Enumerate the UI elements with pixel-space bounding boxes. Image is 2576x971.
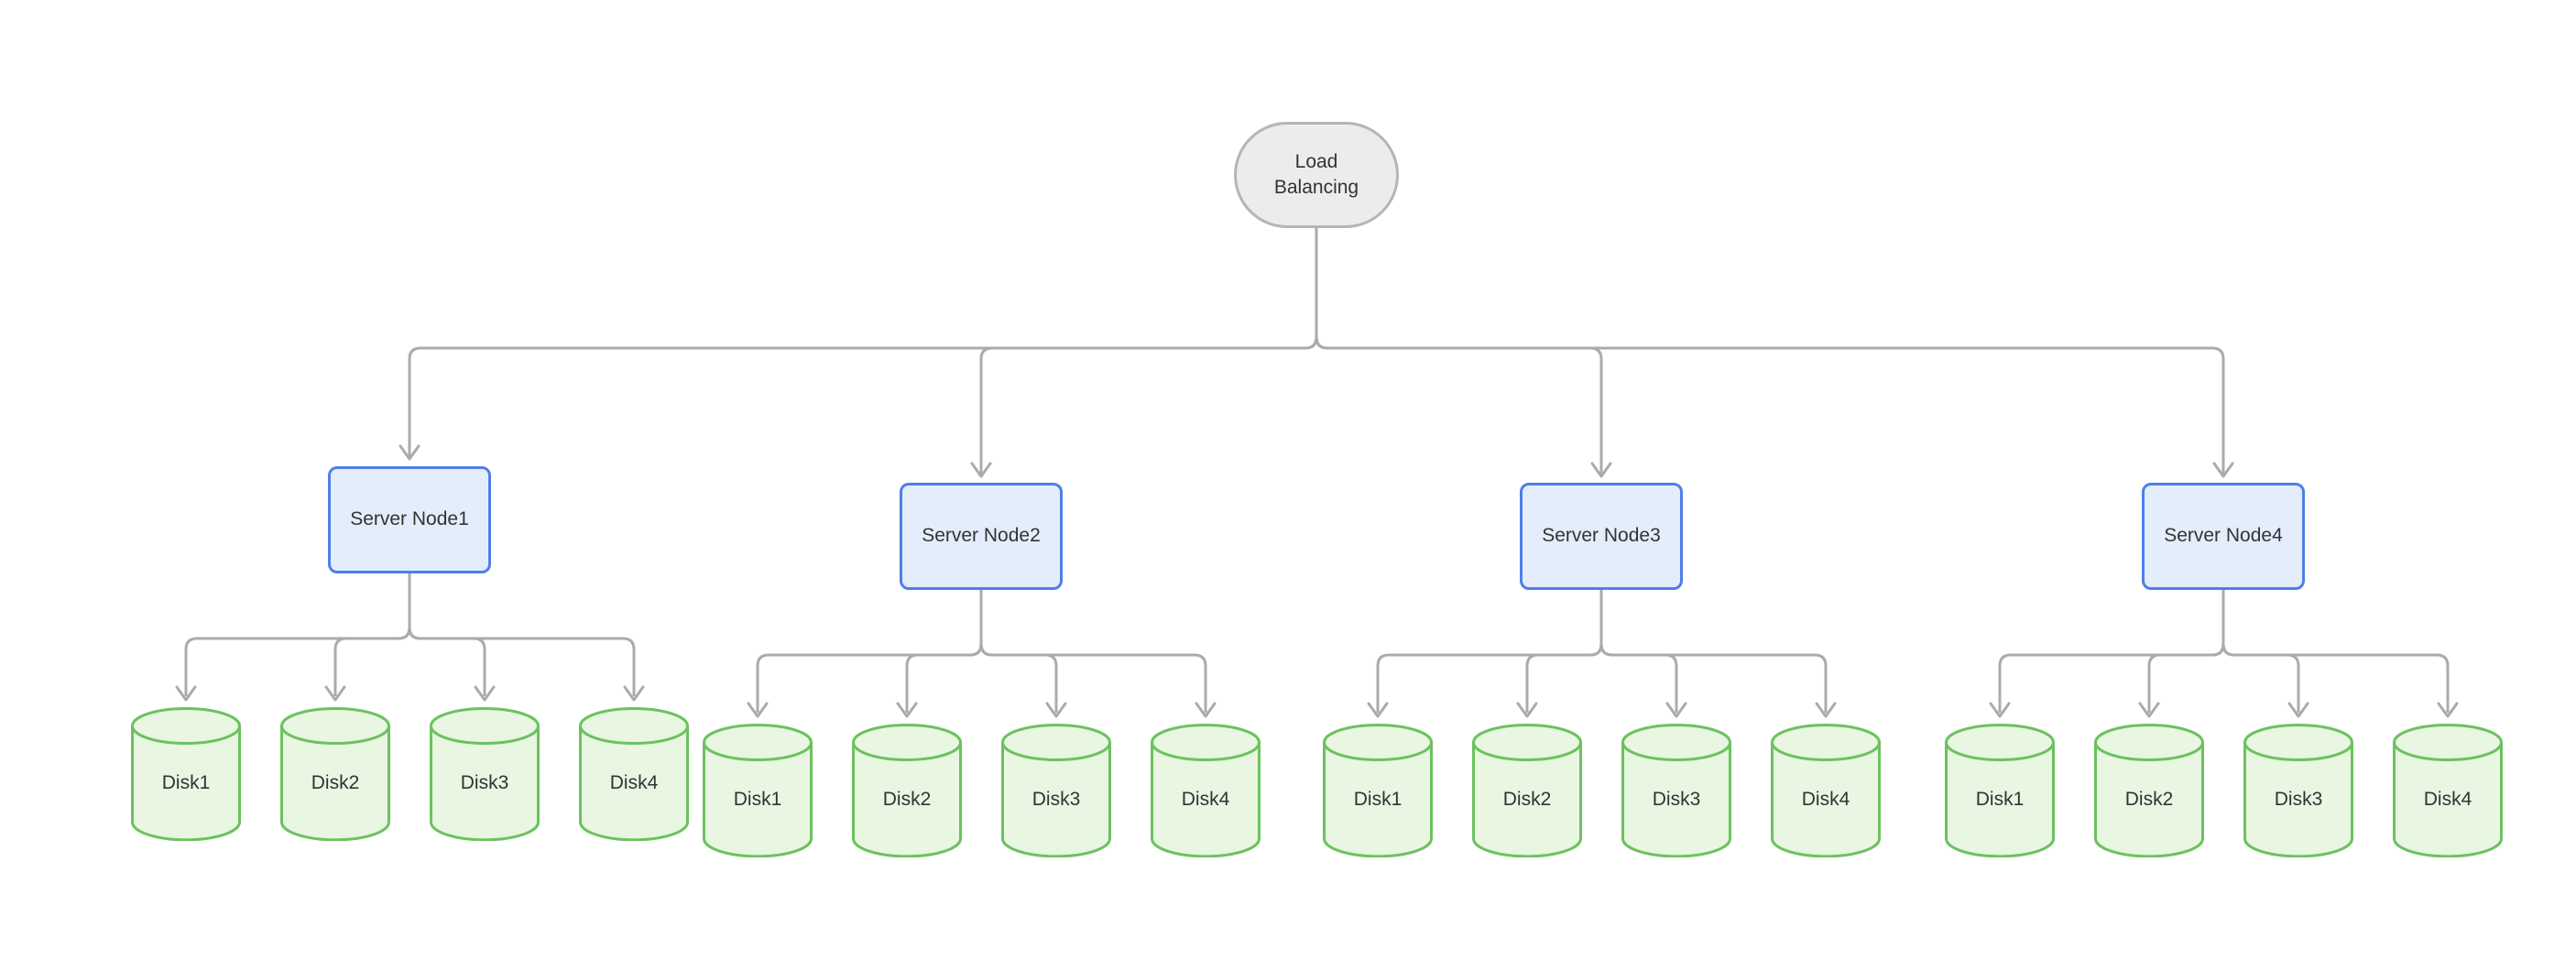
load-balancing-node: Load Balancing (1234, 122, 1399, 228)
arrowhead-s3-disk3 (1665, 702, 1687, 718)
edge-server3-disk2 (1525, 643, 1603, 713)
edge-server3-disk4 (1599, 643, 1828, 713)
server4-disk3-node: Disk3 (2243, 724, 2353, 857)
server2-disk2-node: Disk2 (852, 724, 962, 857)
arrowhead-s3-disk2 (1516, 702, 1538, 718)
arrowhead-s4-disk2 (2138, 702, 2160, 718)
edge-lb-server4 (1315, 336, 2225, 475)
server3-disk3-label: Disk3 (1652, 789, 1701, 810)
arrowhead-s4-disk1 (1989, 702, 2011, 718)
arrowhead-s2-disk2 (896, 702, 918, 718)
arrowhead-s2-disk4 (1195, 702, 1217, 718)
server4-disk1-node: Disk1 (1945, 724, 2055, 857)
server4-disk2-label: Disk2 (2124, 789, 2174, 810)
server4-disk1-label: Disk1 (1975, 789, 2025, 810)
server4-disk2-node: Disk2 (2094, 724, 2204, 857)
edges-server2-disks (747, 590, 1217, 718)
arrowhead-server4 (2212, 462, 2234, 478)
server3-disk1-label: Disk1 (1353, 789, 1403, 810)
server-node-4-label: Server Node4 (2164, 525, 2283, 547)
edge-server2-disk2 (905, 643, 983, 713)
edges-server4-disks (1989, 590, 2459, 718)
arrowhead-s3-disk4 (1815, 702, 1837, 718)
arrowhead-server2 (970, 462, 992, 478)
edge-server1-disk4 (408, 627, 636, 696)
edge-server1-disk1 (184, 627, 411, 696)
server4-disk4-label: Disk4 (2423, 789, 2472, 810)
edge-server3-disk3 (1599, 643, 1678, 713)
edge-server4-disk3 (2221, 643, 2300, 713)
server4-disk4-node: Disk4 (2393, 724, 2503, 857)
server2-disk4-node: Disk4 (1151, 724, 1261, 857)
arrowhead-server1 (398, 444, 420, 461)
arrowhead-s4-disk4 (2437, 702, 2459, 718)
server-node-1-label: Server Node1 (350, 508, 469, 530)
edge-server4-disk1 (1998, 643, 2225, 713)
server4-disk3-label: Disk3 (2274, 789, 2323, 810)
server3-disk2-label: Disk2 (1502, 789, 1552, 810)
arrowhead-s4-disk3 (2287, 702, 2309, 718)
server2-disk3-label: Disk3 (1031, 789, 1081, 810)
server3-disk3-node: Disk3 (1621, 724, 1731, 857)
edges-load-balancer (398, 228, 2234, 478)
edge-server2-disk4 (979, 643, 1207, 713)
server1-disk4-label: Disk4 (609, 772, 659, 793)
server1-disk3-label: Disk3 (460, 772, 509, 793)
server1-disk2-node: Disk2 (280, 707, 390, 841)
load-balancing-label: Load Balancing (1273, 150, 1359, 198)
arrowhead-server3 (1590, 462, 1612, 478)
server1-disk4-node: Disk4 (579, 707, 689, 841)
edges-server1-disks (175, 573, 645, 702)
edge-server2-disk3 (979, 643, 1058, 713)
server3-disk4-label: Disk4 (1801, 789, 1850, 810)
server-node-1: Server Node1 (328, 466, 491, 573)
server-node-4: Server Node4 (2142, 483, 2305, 590)
edge-server1-disk2 (333, 627, 411, 696)
edge-server4-disk4 (2221, 643, 2450, 713)
server2-disk2-label: Disk2 (882, 789, 932, 810)
server3-disk4-node: Disk4 (1771, 724, 1881, 857)
server1-disk1-label: Disk1 (161, 772, 211, 793)
server2-disk4-label: Disk4 (1181, 789, 1230, 810)
edge-lb-server3 (1315, 336, 1603, 475)
server-node-2: Server Node2 (900, 483, 1063, 590)
arrowhead-s2-disk1 (747, 702, 769, 718)
arrowhead-s1-disk1 (175, 685, 197, 702)
edge-lb-server2 (979, 336, 1318, 475)
edge-server2-disk1 (756, 643, 983, 713)
server1-disk1-node: Disk1 (131, 707, 241, 841)
server2-disk1-node: Disk1 (703, 724, 813, 857)
server1-disk2-label: Disk2 (311, 772, 360, 793)
arrowhead-s1-disk2 (324, 685, 346, 702)
server1-disk3-node: Disk3 (430, 707, 540, 841)
edge-server1-disk3 (408, 627, 486, 696)
server-node-3-label: Server Node3 (1542, 525, 1661, 547)
server2-disk1-label: Disk1 (733, 789, 782, 810)
server3-disk1-node: Disk1 (1323, 724, 1433, 857)
server3-disk2-node: Disk2 (1472, 724, 1582, 857)
arrowhead-s1-disk3 (474, 685, 496, 702)
server-node-2-label: Server Node2 (922, 525, 1041, 547)
edges-server3-disks (1367, 590, 1837, 718)
arrowhead-s3-disk1 (1367, 702, 1389, 718)
arrowhead-s2-disk3 (1045, 702, 1067, 718)
edge-server3-disk1 (1376, 643, 1603, 713)
arrowhead-s1-disk4 (623, 685, 645, 702)
edge-server4-disk2 (2147, 643, 2225, 713)
edge-lb-server1 (408, 336, 1318, 457)
server2-disk3-node: Disk3 (1001, 724, 1111, 857)
server-node-3: Server Node3 (1520, 483, 1683, 590)
